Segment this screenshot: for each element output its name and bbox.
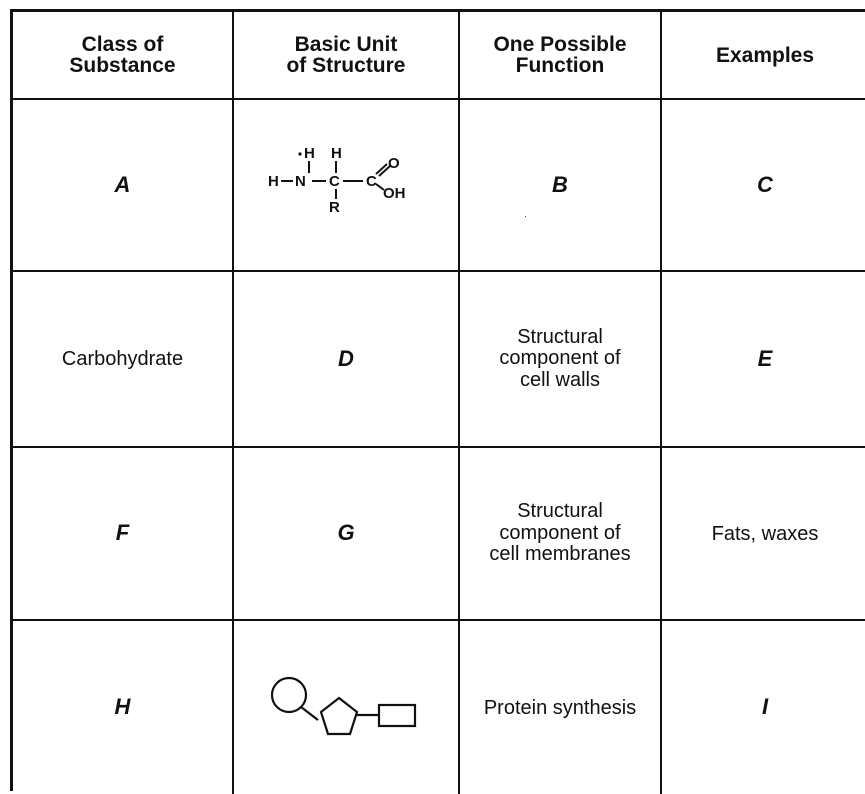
cell-class-carbohydrate: Carbohydrate <box>13 272 234 448</box>
amino-c-carboxyl: C <box>366 173 377 190</box>
header-examples: Examples <box>662 12 865 100</box>
biomolecule-table: Class of Substance Basic Unit of Structu… <box>10 9 865 794</box>
cell-examples-e: E <box>662 272 865 448</box>
amino-h-top-right: H <box>331 145 342 162</box>
nucleotide-diagram <box>270 676 417 735</box>
scan-speck: · <box>524 211 527 221</box>
cell-class-a: A <box>13 100 234 272</box>
cell-function-protein-synthesis: Protein synthesis <box>460 621 662 794</box>
cell-class-f: F <box>13 448 234 621</box>
cell-function-b: B · <box>460 100 662 272</box>
sugar-pentagon-icon <box>319 696 359 735</box>
cell-function-cell-membranes: Structural component of cell membranes <box>460 448 662 621</box>
header-function: One Possible Function <box>460 12 662 100</box>
amino-oh: OH <box>383 185 406 202</box>
amino-r: R <box>329 199 340 216</box>
phosphate-circle-icon <box>270 676 308 713</box>
header-class-of-substance: Class of Substance <box>13 12 234 100</box>
cell-examples-c: C <box>662 100 865 272</box>
cell-class-h: H <box>13 621 234 794</box>
cell-function-b-label: B <box>552 171 568 197</box>
amino-acid-structure: H H H N C C O OH R <box>234 100 460 272</box>
header-basic-unit: Basic Unit of Structure <box>234 12 460 100</box>
cell-unit-d: D <box>234 272 460 448</box>
cell-unit-g: G <box>234 448 460 621</box>
cell-examples-fats-waxes: Fats, waxes <box>662 448 865 621</box>
amino-h-left: H <box>268 173 279 190</box>
cell-examples-i: I <box>761 694 769 720</box>
amino-o: O <box>388 155 400 172</box>
nucleotide-structure <box>234 621 460 794</box>
amino-c-alpha: C <box>329 173 340 190</box>
amino-h-top-left: H <box>304 145 315 162</box>
cell-function-cell-walls: Structural component of cell walls <box>460 272 662 448</box>
amino-acid-diagram: H H H N C C O OH R <box>268 145 406 216</box>
base-rectangle-icon <box>377 703 417 727</box>
amino-n: N <box>295 173 306 190</box>
